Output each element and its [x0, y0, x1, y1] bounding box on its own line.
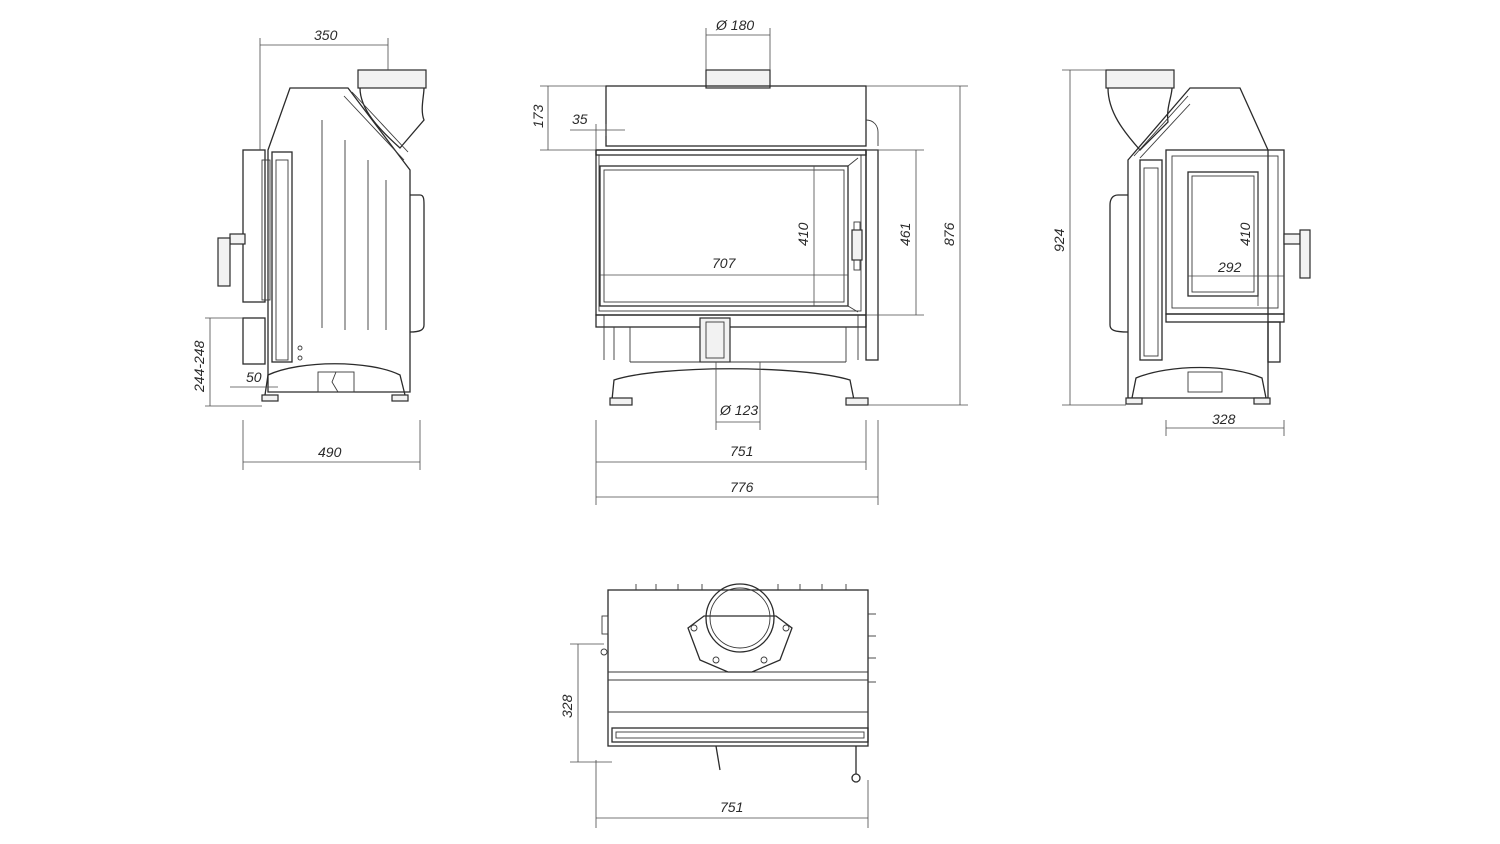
front-door-frame	[595, 149, 867, 316]
front-hinge	[851, 229, 863, 261]
top-flue-flange	[687, 615, 793, 673]
dim-front-glass-height: 410	[795, 222, 811, 246]
front-flue-collar	[705, 69, 771, 89]
dim-right-glass-height: 410	[1237, 222, 1253, 246]
top-body-outline	[607, 589, 869, 747]
front-air-control	[699, 317, 731, 363]
right-flue-cap	[1105, 69, 1175, 89]
front-glass	[599, 165, 849, 307]
dim-top-width: 751	[720, 799, 743, 815]
left-handle-knob	[229, 233, 246, 245]
dim-front-door-height: 461	[897, 223, 913, 246]
right-side-view: 924 410 292 328	[1051, 69, 1311, 436]
dim-front-air-inlet: Ø 123	[719, 402, 758, 418]
dim-front-top-offset: 35	[572, 111, 588, 127]
left-door-edge	[271, 151, 293, 363]
right-handle	[1299, 229, 1311, 279]
dim-right-total-height: 924	[1051, 228, 1067, 252]
dim-front-total-height: 876	[941, 222, 957, 246]
left-handle	[217, 237, 231, 287]
dim-left-width-top: 350	[314, 27, 338, 43]
dim-left-foot-offset: 50	[246, 369, 262, 385]
left-front-panel	[242, 149, 266, 303]
right-door-frame	[1165, 149, 1285, 315]
dim-front-flue-diameter: Ø 180	[715, 17, 754, 33]
dim-left-depth: 490	[318, 444, 342, 460]
dim-front-total-width: 776	[730, 479, 754, 495]
dim-front-glass-width: 707	[712, 255, 737, 271]
left-side-view: 350 244-248 50 490	[191, 27, 427, 470]
left-flue-elbow	[359, 87, 425, 149]
dim-right-side-width: 328	[1212, 411, 1236, 427]
dim-front-body-width: 751	[730, 443, 753, 459]
front-view: Ø 180 173 35 707 410 461 876 Ø 123 751 7…	[530, 17, 968, 505]
dim-left-leg-height: 244-248	[191, 340, 207, 393]
dim-front-top-height: 173	[530, 104, 546, 128]
left-flue-cap	[357, 69, 427, 89]
dim-top-depth: 328	[559, 694, 575, 718]
dim-right-glass-width: 292	[1217, 259, 1242, 275]
front-hood	[605, 85, 867, 147]
top-flue-ring	[705, 583, 775, 653]
left-body-outline	[267, 87, 411, 393]
top-view: 328 751	[559, 583, 876, 828]
